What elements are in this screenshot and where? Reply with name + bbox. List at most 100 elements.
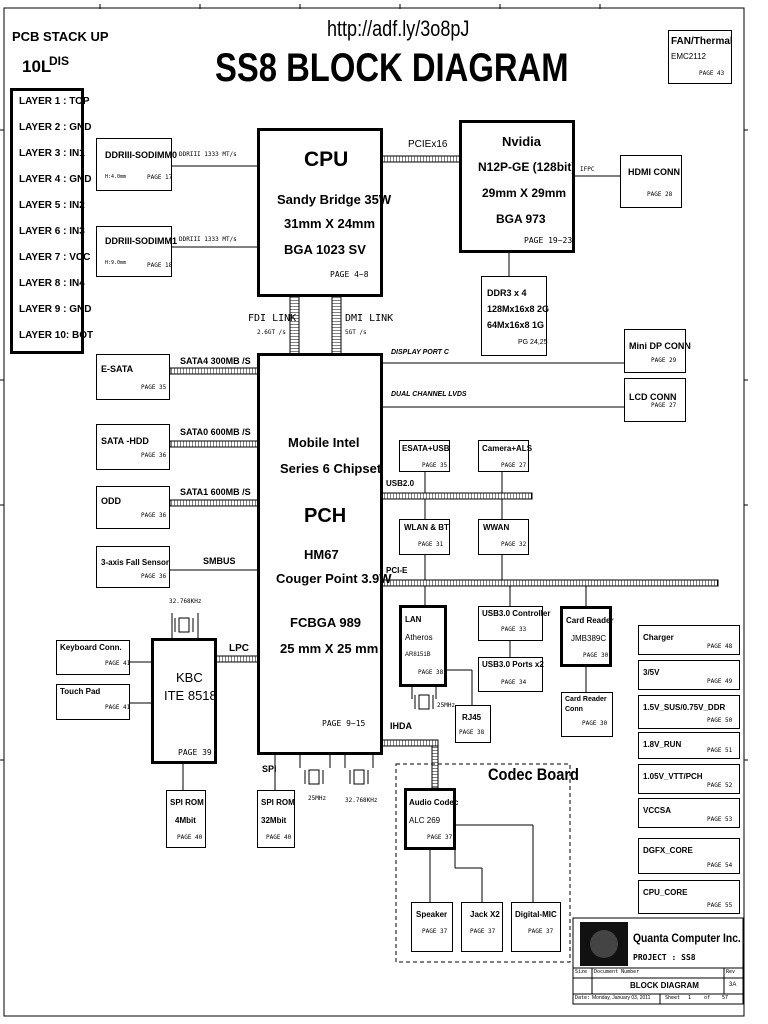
pciex16-label: PCIEx16 <box>408 139 448 150</box>
dmic-title: Digital-MIC <box>515 910 557 919</box>
lan-page: PAGE 38 <box>418 669 444 676</box>
layer-item: LAYER 3 : IN1 <box>19 148 85 159</box>
power-page: PAGE 51 <box>707 747 733 754</box>
fall-sensor-title: 3-axis Fall Sensor <box>101 558 170 567</box>
card-reader-title: Card Reader <box>566 616 614 625</box>
jack-page: PAGE 37 <box>470 928 496 935</box>
size-label: Size <box>575 969 588 975</box>
card-reader-conn-box: Card Reader Conn PAGE 30 <box>561 692 613 737</box>
layer-item: LAYER 2 : GND <box>19 122 92 133</box>
power-page: PAGE 48 <box>707 643 733 650</box>
power-box: VCCSA PAGE 53 <box>638 798 740 828</box>
sheet-label: Sheet <box>665 995 681 1001</box>
pch-crystal-32k-label: 32.768KHz <box>345 797 378 804</box>
cpu-box: CPU Sandy Bridge 35W 31mm X 24mm BGA 102… <box>257 128 391 297</box>
ddr3-line1: DDR3 x 4 <box>487 288 527 298</box>
esata-title: E-SATA <box>101 364 134 374</box>
keyboard-page: PAGE 41 <box>105 660 131 667</box>
hdmi-page: PAGE 28 <box>647 191 673 198</box>
kbc-box: KBC ITE 8518 PAGE 39 <box>151 638 217 764</box>
esata-usb-page: PAGE 35 <box>422 462 448 469</box>
wwan-title: WWAN <box>483 523 510 532</box>
ihda-label: IHDA <box>390 721 412 731</box>
touchpad-title: Touch Pad <box>60 687 101 696</box>
minidp-conn-box: Mini DP CONN PAGE 29 <box>624 329 691 373</box>
lan-line2: Atheros <box>405 633 433 642</box>
layer-item: LAYER 7 : VCC <box>19 252 91 263</box>
fall-sensor-page: PAGE 36 <box>141 573 167 580</box>
touchpad-page: PAGE 41 <box>105 704 131 711</box>
esata-box: E-SATA PAGE 35 <box>96 354 170 400</box>
sodimm1-sub: H:9.0mm <box>105 260 127 266</box>
spi-label: SPI <box>262 764 277 774</box>
sodimm1-title: DDRIII-SODIMM1 <box>105 236 177 246</box>
kbc-line1: KBC <box>176 670 203 685</box>
sata0-label: SATA0 600MB /S <box>180 427 251 437</box>
smbus-label: SMBUS <box>203 556 236 566</box>
ifpc-label: IFPC <box>580 166 595 173</box>
power-page: PAGE 52 <box>707 782 733 789</box>
stack-sub: 10L <box>22 57 52 76</box>
stack-title: PCB STACK UP <box>12 29 109 44</box>
usb3c-title: USB3.0 Controller <box>482 609 551 618</box>
card-reader-box: Card Reader JMB389C PAGE 30 <box>560 606 614 667</box>
ddr3-box: DDR3 x 4 128Mx16x8 2G 64Mx16x8 1G PG 24,… <box>481 276 550 356</box>
lan-line3: AR8151B <box>405 652 431 658</box>
gpu-line1: Nvidia <box>502 134 542 149</box>
lcd-page: PAGE 27 <box>651 402 677 409</box>
ddr0-label: DDRIII 1333 MT/s <box>179 151 237 158</box>
layer-item: LAYER 4 : GND <box>19 174 92 185</box>
camera-title: Camera+ALS <box>482 444 533 453</box>
sodimm1-box: DDRIII-SODIMM1 H:9.0mm PAGE 18 <box>96 226 177 277</box>
hdmi-title: HDMI CONN <box>628 167 680 177</box>
date-label: Date: <box>575 995 591 1001</box>
usb3c-page: PAGE 33 <box>501 626 527 633</box>
ddr3-page: PG 24,25 <box>518 339 548 346</box>
sodimm0-page: PAGE 17 <box>147 174 173 181</box>
lpc-label: LPC <box>229 643 249 654</box>
sheet-total: 57 <box>722 995 729 1001</box>
card-reader-conn-title: Card Reader Conn <box>565 696 607 713</box>
layer-item: LAYER 8 : IN4 <box>19 278 85 289</box>
pcie-label: PCI-E <box>386 566 408 575</box>
pch-line2: Series 6 Chipset <box>280 461 382 476</box>
wwan-page: PAGE 32 <box>501 541 527 548</box>
speaker-page: PAGE 37 <box>422 928 448 935</box>
of-label: of <box>704 995 711 1001</box>
url-text[interactable]: http://adf.ly/3o8pJ <box>327 16 470 41</box>
lan-title: LAN <box>405 615 422 624</box>
audio-line2: ALC 269 <box>409 816 441 825</box>
power-title: 1.5V_SUS/0.75V_DDR <box>643 703 726 712</box>
codec-board-title: Codec Board <box>488 765 579 784</box>
card-reader-line2: JMB389C <box>571 634 607 643</box>
sodimm0-sub: H:4.0mm <box>105 174 127 180</box>
fdi-label: FDI LINK <box>248 313 297 324</box>
camera-page: PAGE 27 <box>501 462 527 469</box>
power-title: VCCSA <box>643 806 672 815</box>
usb2-label: USB2.0 <box>386 479 415 488</box>
dmi-label: DMI LINK <box>345 313 394 324</box>
ddr3-line2: 128Mx16x8 2G <box>487 304 550 314</box>
rj45-title: RJ45 <box>462 713 482 722</box>
fall-sensor-box: 3-axis Fall Sensor PAGE 36 <box>96 546 170 588</box>
pch-line4: HM67 <box>304 547 339 562</box>
lan-box: LAN Atheros AR8151B PAGE 38 <box>399 605 447 687</box>
power-page: PAGE 53 <box>707 816 733 823</box>
ddr3-line3: 64Mx16x8 1G <box>487 320 545 330</box>
cpu-title: CPU <box>304 148 349 171</box>
power-page: PAGE 55 <box>707 902 733 909</box>
speaker-box: Speaker PAGE 37 <box>411 902 453 952</box>
jack-title: Jack X2 <box>470 910 500 919</box>
jack-box: Jack X2 PAGE 37 <box>461 902 503 952</box>
cpu-line3: BGA 1023 SV <box>284 242 366 257</box>
power-title: 1.8V_RUN <box>643 740 682 749</box>
rj45-page: PAGE 38 <box>459 729 485 736</box>
wlan-page: PAGE 31 <box>418 541 444 548</box>
kbc-line2: ITE 8518 <box>164 688 217 703</box>
layer-item: LAYER 10: BOT <box>19 330 94 341</box>
esata-page: PAGE 35 <box>141 384 167 391</box>
cpu-line1: Sandy Bridge 35W <box>277 192 392 207</box>
rj45-box: RJ45 PAGE 38 <box>455 705 491 743</box>
wlan-bt-box: WLAN & BT PAGE 31 <box>399 519 450 555</box>
